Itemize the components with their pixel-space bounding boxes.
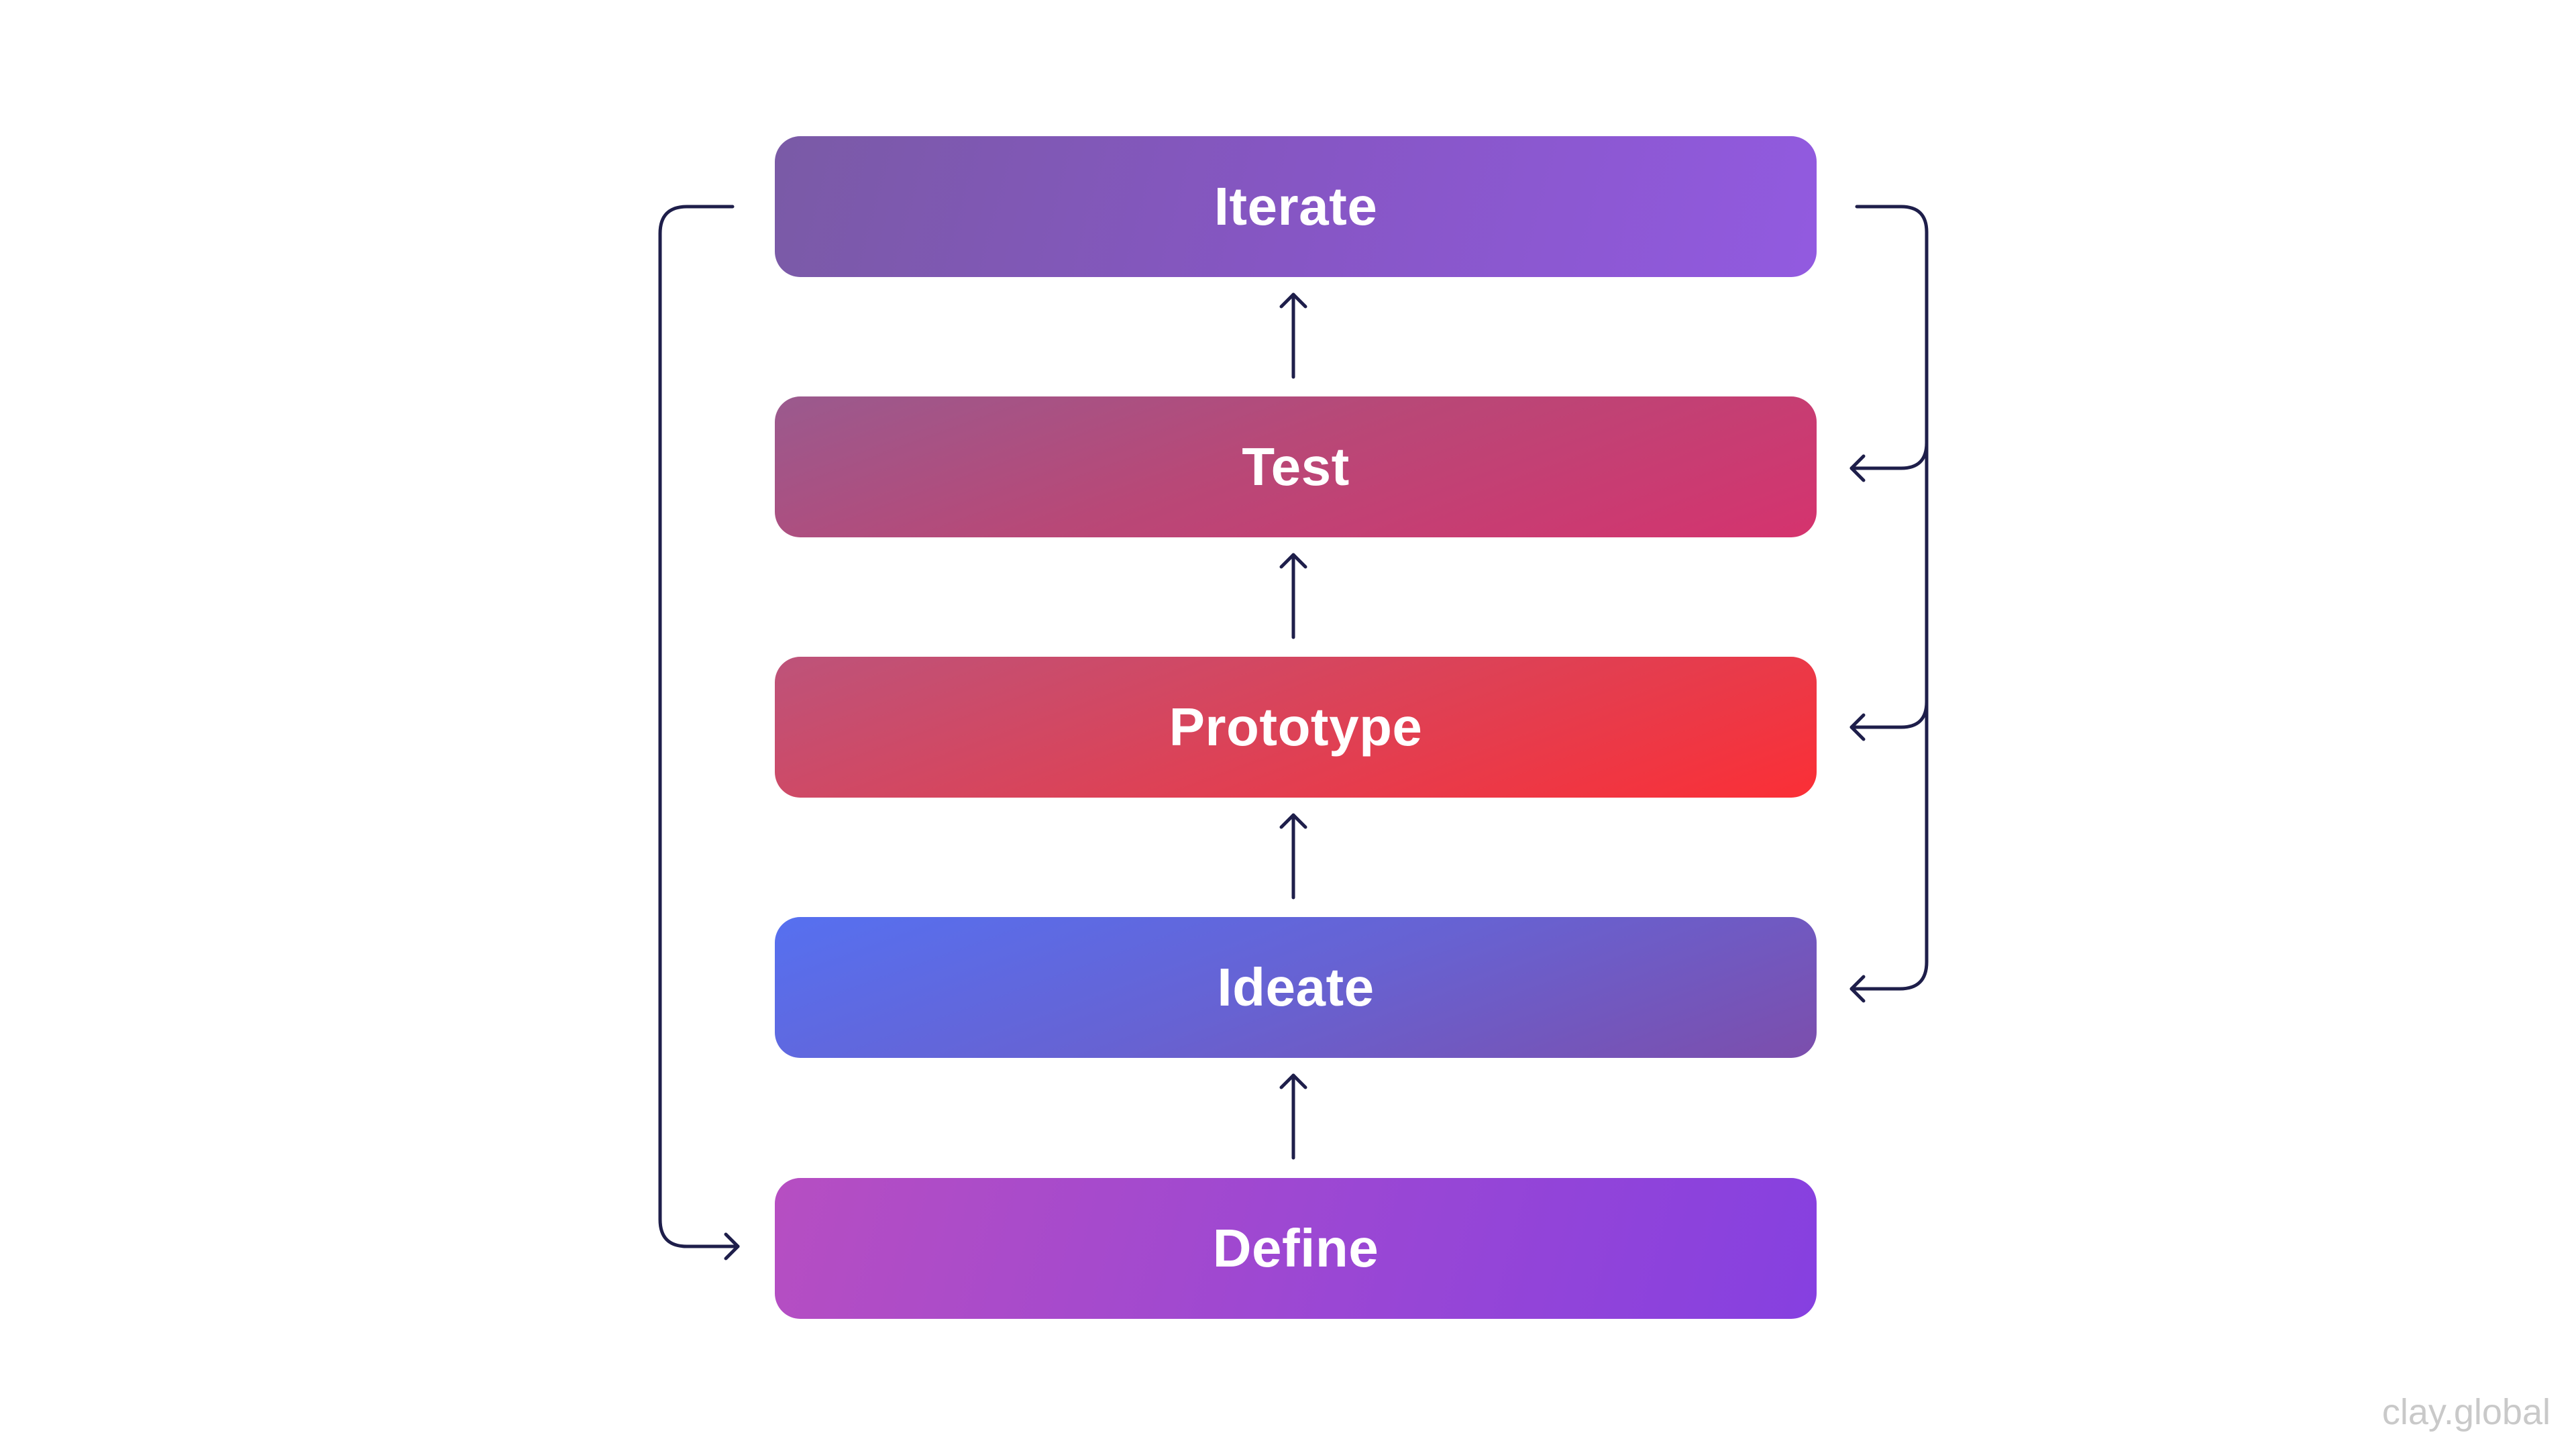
stage-label-prototype: Prototype xyxy=(1169,697,1423,757)
stage-define: Define xyxy=(775,1178,1817,1319)
stage-iterate: Iterate xyxy=(775,136,1817,277)
stage-prototype: Prototype xyxy=(775,657,1817,798)
arrow-ideate-to-prototype xyxy=(1279,813,1307,900)
stage-label-define: Define xyxy=(1212,1218,1379,1278)
arrow-prototype-to-test xyxy=(1279,553,1307,639)
stage-test: Test xyxy=(775,396,1817,537)
loop-iterate-to-define xyxy=(658,205,740,1260)
stage-ideate: Ideate xyxy=(775,917,1817,1058)
stage-label-test: Test xyxy=(1242,437,1350,496)
loop-iterate-to-test-prototype-ideate xyxy=(1849,205,1929,1003)
arrow-define-to-ideate xyxy=(1279,1073,1307,1160)
stage-label-iterate: Iterate xyxy=(1214,176,1378,236)
arrow-test-to-iterate xyxy=(1279,292,1307,379)
stage-label-ideate: Ideate xyxy=(1217,957,1375,1017)
watermark-text: clay.global xyxy=(2381,1392,2551,1432)
